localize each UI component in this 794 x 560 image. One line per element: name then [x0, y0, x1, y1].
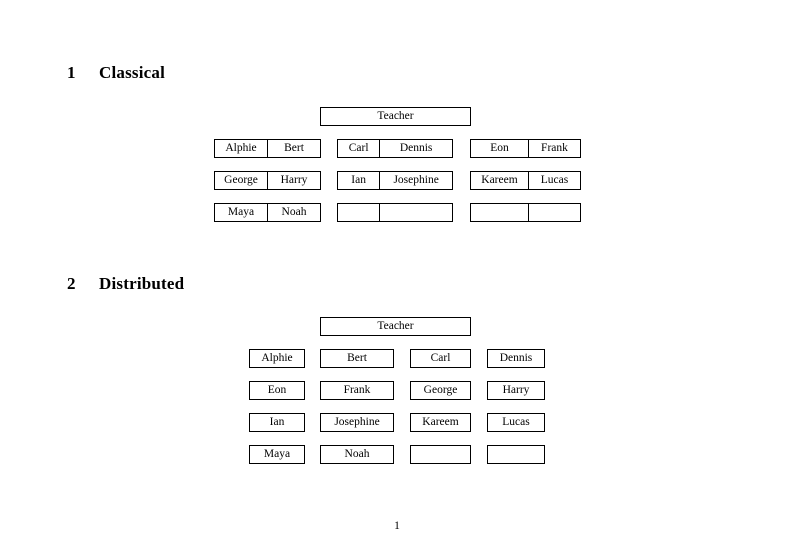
name-box: Harry: [487, 381, 545, 400]
name-box: Kareem: [410, 413, 471, 432]
name-cell: Ian: [351, 174, 366, 186]
name-cell: Eon: [490, 142, 509, 154]
teacher-box-classical: Teacher: [320, 107, 471, 126]
name-box: Alphie: [249, 349, 305, 368]
name-box-empty: [410, 445, 471, 464]
name-cell: George: [224, 174, 258, 186]
name-box-empty: [487, 445, 545, 464]
table-row: Alphie Bert: [214, 139, 321, 158]
table-row: Ian Josephine: [337, 171, 453, 190]
name-cell: Frank: [527, 140, 580, 157]
name-cell: Carl: [348, 142, 369, 154]
name-cell: Lucas: [527, 172, 580, 189]
name-box: Lucas: [487, 413, 545, 432]
name-cell: Noah: [267, 204, 320, 221]
section-heading-distributed: 2 Distributed: [67, 274, 184, 294]
name-cell-empty: [471, 204, 528, 221]
name-box: Josephine: [320, 413, 394, 432]
table-row-empty: [337, 203, 453, 222]
name-box: Maya: [249, 445, 305, 464]
page-number: 1: [394, 520, 400, 532]
name-box: Bert: [320, 349, 394, 368]
name-cell: Alphie: [225, 142, 257, 154]
name-cell-empty: [338, 204, 379, 221]
table-row: Maya Noah: [214, 203, 321, 222]
section-number: 1: [67, 63, 76, 82]
name-cell-empty: [527, 204, 580, 221]
table-row-empty: [470, 203, 581, 222]
section-heading-classical: 1 Classical: [67, 63, 165, 83]
name-box: George: [410, 381, 471, 400]
name-box: Eon: [249, 381, 305, 400]
section-title: Classical: [99, 63, 166, 82]
name-box: Ian: [249, 413, 305, 432]
name-cell-empty: [379, 204, 452, 221]
name-cell: Maya: [227, 206, 255, 218]
teacher-box-distributed: Teacher: [320, 317, 471, 336]
name-box: Dennis: [487, 349, 545, 368]
table-row: Eon Frank: [470, 139, 581, 158]
table-row: George Harry: [214, 171, 321, 190]
name-cell: Josephine: [379, 172, 452, 189]
table-row: Carl Dennis: [337, 139, 453, 158]
name-box: Noah: [320, 445, 394, 464]
name-cell: Bert: [267, 140, 320, 157]
name-box: Carl: [410, 349, 471, 368]
name-cell: Dennis: [379, 140, 452, 157]
name-box: Frank: [320, 381, 394, 400]
name-cell: Harry: [267, 172, 320, 189]
table-row: Kareem Lucas: [470, 171, 581, 190]
section-title: Distributed: [99, 274, 185, 293]
section-number: 2: [67, 274, 76, 293]
name-cell: Kareem: [481, 174, 518, 186]
